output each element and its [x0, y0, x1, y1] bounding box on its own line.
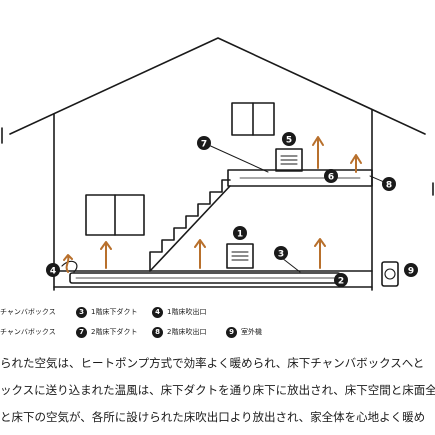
legend-item-9: 9 室外機	[226, 324, 262, 340]
description-line: と床下の空気が、各所に設けられた床吹出口より放出され、家全体を心地よく暖め	[0, 410, 426, 424]
house-heating-diagram: 1 2 3 4 5 6 7 8	[1, 37, 434, 291]
heat-arrow-1f-b	[194, 239, 206, 269]
legend-label: チャンバボックス	[0, 308, 56, 316]
marker-1: 1	[233, 226, 247, 240]
legend-row-2: チャンバボックス 7 2階床下ダクト 8 2階床吹出口 9 室外機	[0, 324, 435, 340]
svg-text:4: 4	[50, 267, 56, 277]
legend-label: 2階床下ダクト	[91, 328, 138, 336]
legend-item-7: 7 2階床下ダクト	[76, 324, 137, 340]
svg-text:8: 8	[386, 181, 392, 191]
marker-4: 4	[46, 263, 60, 277]
svg-text:7: 7	[201, 140, 207, 150]
marker-2: 2	[334, 273, 348, 287]
marker-5: 5	[282, 132, 296, 146]
svg-text:2: 2	[338, 277, 344, 287]
legend-row-1: チャンバボックス 3 1階床下ダクト 4 1階床吹出口	[0, 304, 435, 320]
legend-label: 室外機	[241, 328, 262, 336]
legend-item-chamber-2f: チャンバボックス	[0, 324, 56, 340]
heat-arrow-1f-left	[63, 254, 73, 273]
marker-3: 3	[274, 246, 288, 260]
legend-number: 3	[76, 306, 87, 318]
chamber-box-first-floor	[226, 243, 254, 269]
legend-number: 4	[152, 306, 163, 318]
marker-9: 9	[404, 263, 418, 277]
marker-8: 8	[382, 177, 396, 191]
legend-item-3: 3 1階床下ダクト	[76, 304, 137, 320]
second-floor-slab	[227, 169, 373, 187]
legend-number: 7	[76, 326, 87, 338]
roof-outline	[9, 37, 426, 135]
svg-text:1: 1	[237, 230, 243, 240]
svg-text:6: 6	[328, 173, 334, 183]
heat-arrow-2f-b	[350, 154, 362, 173]
heat-arrow-2f-a	[312, 136, 324, 169]
legend-item-4: 4 1階床吹出口	[152, 304, 206, 320]
outdoor-unit	[381, 261, 399, 287]
svg-text:9: 9	[408, 267, 414, 277]
description-line: られた空気は、ヒートポンプ方式で効率よく暖められ、床下チャンバボックスへと	[0, 356, 425, 370]
marker-7: 7	[197, 136, 211, 150]
legend-label: 1階床下ダクト	[91, 308, 138, 316]
legend-item-chamber-1f: チャンバボックス	[0, 304, 56, 320]
heat-arrow-1f-c	[314, 238, 326, 269]
first-floor-outlet-swirl	[61, 260, 78, 273]
staircase	[149, 179, 231, 272]
legend-number: 9	[226, 326, 237, 338]
marker-6: 6	[324, 169, 338, 183]
legend-number: 8	[152, 326, 163, 338]
heat-arrow-1f-a	[100, 241, 112, 269]
svg-text:5: 5	[286, 136, 292, 146]
svg-text:3: 3	[278, 250, 284, 260]
description: られた空気は、ヒートポンプ方式で効率よく暖められ、床下チャンバボックスへと ック…	[0, 350, 435, 431]
legend-item-8: 8 2階床吹出口	[152, 324, 206, 340]
chamber-box-second-floor	[275, 148, 303, 172]
legend-label: 2階床吹出口	[167, 328, 207, 336]
description-line: ックスに送り込まれた温風は、床下ダクトを通り床下に放出され、床下空間と床面全	[0, 383, 435, 397]
legend-label: チャンバボックス	[0, 328, 56, 336]
legend-label: 1階床吹出口	[167, 308, 207, 316]
legend: チャンバボックス 3 1階床下ダクト 4 1階床吹出口 チャンバボックス 7 2…	[0, 304, 435, 342]
